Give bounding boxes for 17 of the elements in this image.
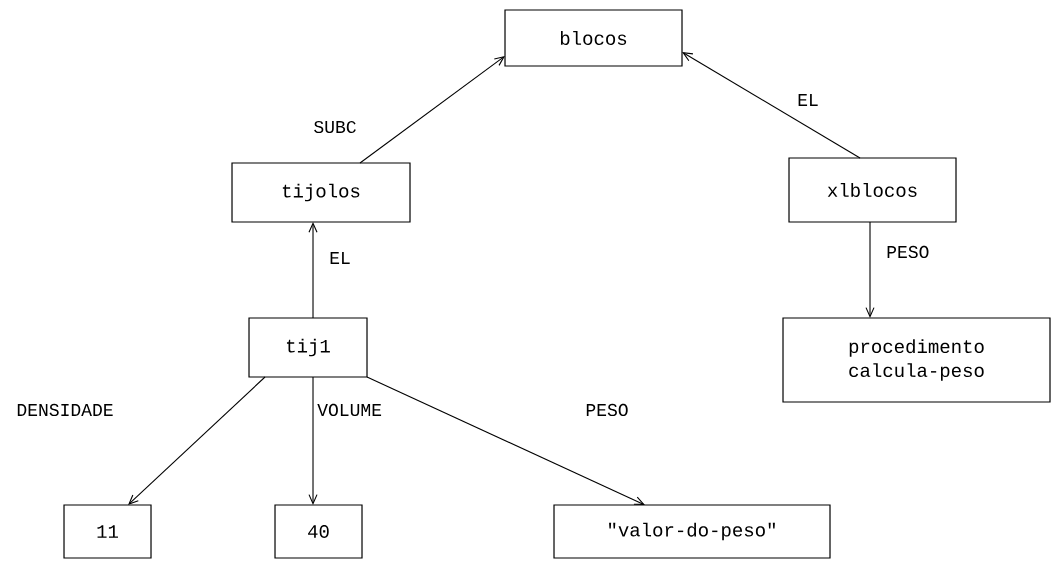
- box: tij1: [248, 317, 368, 378]
- edge-label: EL: [796, 93, 820, 107]
- box: blocos: [504, 9, 683, 67]
- arrow: [366, 376, 645, 505]
- arrow: [359, 56, 505, 164]
- edge-label: EL: [328, 251, 352, 265]
- arrow: [128, 376, 266, 505]
- box: tijolos: [231, 162, 411, 223]
- arrow: [308, 222, 318, 319]
- box: 11: [63, 504, 152, 559]
- arrow: [865, 221, 875, 318]
- box: procedimento calcula-peso: [782, 317, 1051, 403]
- box: xlblocos: [788, 157, 957, 223]
- arrow: [308, 376, 318, 505]
- arrow: [682, 52, 861, 159]
- box: 40: [274, 504, 363, 559]
- box: "valor-do-peso": [553, 504, 831, 559]
